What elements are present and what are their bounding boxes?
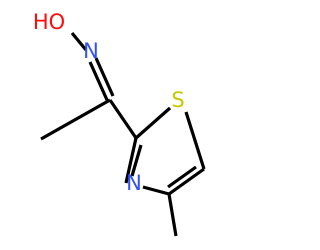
bond-n3-c2-inner [130, 144, 143, 177]
bond-c-ring [108, 99, 138, 139]
bond-s-c5 [184, 111, 206, 170]
bond-n-c-double-1 [88, 61, 109, 101]
molecule-structure-diagram: HO N S N [33, 10, 206, 237]
bond-c-methyl [40, 98, 111, 141]
bond-c2-s [134, 106, 172, 140]
bond-group [40, 31, 206, 237]
atom-label-hydroxyl-oxygen: HO [33, 10, 65, 34]
bond-c5-c4-inner [167, 165, 197, 189]
atom-label-ring-sulfur: S [171, 88, 184, 112]
atom-label-group: HO N S N [33, 10, 185, 195]
bond-c4-n3 [142, 185, 170, 196]
atom-label-ring-nitrogen: N [126, 171, 142, 195]
atom-label-oxime-nitrogen: N [83, 39, 99, 63]
bond-o-n [70, 31, 88, 52]
bond-c5-c4-outer [168, 167, 205, 196]
bond-n3-c2-outer [124, 137, 138, 184]
bond-n-c-double-2 [94, 57, 115, 97]
bond-c4-methyl [167, 193, 178, 237]
